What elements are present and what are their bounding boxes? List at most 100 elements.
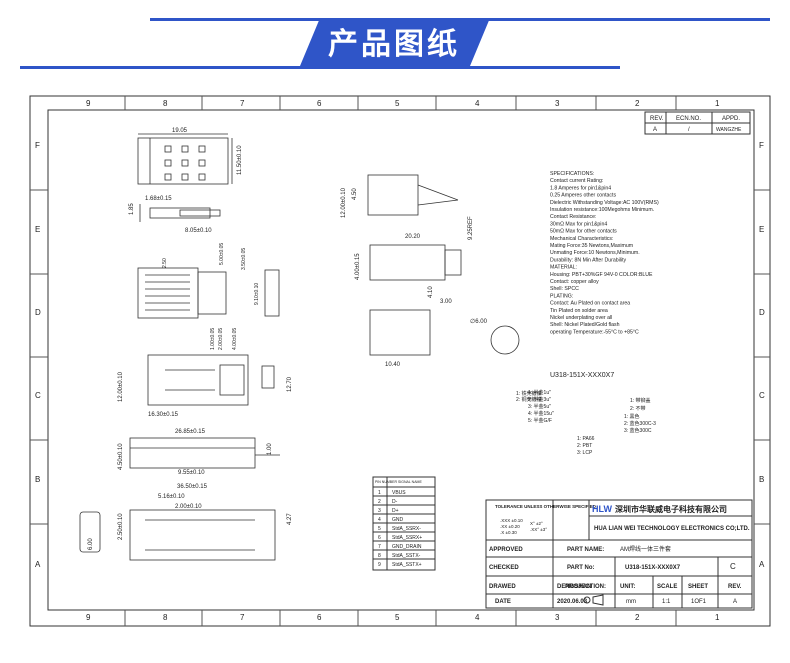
zone-col-top: 8 bbox=[163, 99, 168, 108]
company-name-en: HUA LIAN WEI TECHNOLOGY ELECTRONICS CO;L… bbox=[594, 526, 750, 532]
signal-name: VBUS bbox=[392, 490, 406, 496]
part-no-value: U318-151X-XXX0X7 bbox=[625, 565, 681, 571]
spec-line: Contact: copper alloy bbox=[550, 279, 599, 285]
outer-frame bbox=[29, 95, 771, 627]
code-option: 1: 带铆盖 bbox=[630, 397, 651, 404]
dim-12-00-top: 12.00±0.10 bbox=[341, 187, 347, 218]
appd-value: WANGZHE bbox=[716, 127, 742, 133]
top-view-connector bbox=[137, 133, 233, 185]
zone-row-left: A bbox=[35, 560, 41, 569]
code-option: 1: 半金1u" bbox=[528, 389, 551, 396]
zone-col-top: 3 bbox=[555, 99, 560, 108]
banner-shape bbox=[300, 18, 490, 66]
code-option: 1: PA66 bbox=[577, 436, 595, 442]
spec-line: 1.8 Amperes for pin1&pin4 bbox=[550, 185, 611, 191]
zone-col-bottom: 3 bbox=[555, 613, 560, 622]
contact-layout-view bbox=[137, 267, 280, 319]
zone-row-left: F bbox=[35, 141, 40, 150]
dim-36-50: 36.50±0.15 bbox=[177, 484, 208, 490]
pin-number: 5 bbox=[378, 526, 381, 532]
dim-9-55: 9.55±0.10 bbox=[178, 470, 205, 476]
unit-value: mm bbox=[626, 599, 636, 605]
specifications-block: SPECIFICATIONS:Contact current Rating: 1… bbox=[550, 171, 659, 335]
pin-number: 3 bbox=[378, 508, 381, 514]
drawer-name: DENGSHAN bbox=[557, 584, 591, 590]
unit-label: UNIT: bbox=[620, 584, 635, 590]
code-option: 2: 蓝色300C-3 bbox=[624, 420, 656, 427]
dim-16-30: 16.30±0.15 bbox=[148, 412, 179, 418]
signal-name: D- bbox=[392, 499, 398, 505]
signal-name: D+ bbox=[392, 508, 399, 514]
pin-number: 8 bbox=[378, 553, 381, 559]
dim-5-16: 5.16±0.10 bbox=[158, 494, 185, 500]
part-name-value: AM焊线一体三件套 bbox=[620, 545, 671, 553]
tol-line-2: .XX ±0.20 bbox=[500, 524, 520, 529]
dim-4-00: 4.00±0.05 bbox=[232, 328, 238, 350]
date-value: 2020.06.03 bbox=[557, 599, 588, 605]
code-option: 3: 半金5u" bbox=[528, 403, 551, 410]
inner-frame bbox=[47, 109, 755, 611]
zone-col-bottom: 1 bbox=[715, 613, 720, 622]
signal-col-header: SIGNAL NAME bbox=[398, 480, 422, 484]
code-option: 2: 不带 bbox=[630, 406, 646, 412]
code-option: 1: 铁壳镀镍 bbox=[516, 390, 542, 397]
spec-line: Dielectric Withstanding Voltage:AC 100V(… bbox=[550, 200, 659, 206]
dim-20-20: 20.20 bbox=[405, 234, 421, 240]
zone-row-right: C bbox=[759, 391, 765, 400]
zone-col-top: 9 bbox=[86, 99, 91, 108]
spec-line: Shell: Nickel Plated/Gold flash bbox=[550, 322, 620, 328]
signal-name: StdA_SSRX+ bbox=[392, 535, 422, 541]
code-option: 3: LCP bbox=[577, 450, 593, 456]
zone-col-top: 4 bbox=[475, 99, 480, 108]
sheet-label: SHEET bbox=[688, 584, 708, 590]
middle-side-view bbox=[367, 174, 520, 356]
banner-graphic bbox=[20, 18, 770, 69]
zone-row-left: E bbox=[35, 225, 40, 234]
projection-label: PROJECTION: bbox=[565, 584, 606, 590]
dim-2-00b: 2.00±0.10 bbox=[175, 504, 202, 510]
pin-col-header: PIN NUMBER bbox=[375, 480, 397, 484]
zone-row-right: B bbox=[759, 475, 764, 484]
code-option: 2: PBT bbox=[577, 443, 592, 449]
dim-19-05: 19.05 bbox=[172, 128, 188, 134]
appd-header: APPD. bbox=[722, 116, 740, 122]
dim-4-27: 4.27 bbox=[287, 513, 293, 525]
banner-line-left bbox=[20, 66, 620, 69]
dim-10-40: 10.40 bbox=[385, 362, 401, 368]
date-label: DATE bbox=[495, 599, 511, 605]
dim-9-25: 9.25REF bbox=[468, 216, 474, 240]
spec-line: 50mΩ Max for other contacts bbox=[550, 229, 617, 235]
zone-col-bottom: 2 bbox=[635, 613, 640, 622]
small-side-view bbox=[139, 204, 221, 222]
spec-line: SPECIFICATIONS: bbox=[550, 171, 594, 177]
tolerance-title: TOLERANCE UNLESS OTHERWISE SPECIFIED bbox=[495, 504, 597, 509]
pin-number: 2 bbox=[378, 499, 381, 505]
spec-line: 30mΩ Max for pin1&pin4 bbox=[550, 221, 607, 227]
part-no-label: PART No: bbox=[567, 565, 595, 571]
zone-col-bottom: 4 bbox=[475, 613, 480, 622]
zone-row-right: F bbox=[759, 141, 764, 150]
dim-11-50: 11.50±0.10 bbox=[237, 145, 243, 175]
spec-line: 0.25 Amperes other contacts bbox=[550, 193, 616, 199]
zone-row-left: D bbox=[35, 308, 41, 317]
dim-6-00: 6.00 bbox=[88, 538, 94, 550]
part-code: U318-151X-XXX0X7 bbox=[550, 372, 614, 379]
dim-12-00-side: 12.00±0.10 bbox=[118, 371, 124, 402]
pin-number: 4 bbox=[378, 517, 381, 523]
zone-row-right: E bbox=[759, 225, 764, 234]
signal-name: StdA_SSTX- bbox=[392, 553, 421, 559]
dim-4-00: 4.00±0.15 bbox=[355, 253, 361, 280]
zone-col-top: 2 bbox=[635, 99, 640, 108]
spec-line: Tin Plated on solder area bbox=[550, 308, 608, 314]
title-block: TOLERANCE UNLESS OTHERWISE SPECIFIED .XX… bbox=[485, 499, 753, 609]
page-title: 产品图纸 bbox=[328, 27, 460, 62]
code-option: 5: 半金G/F bbox=[528, 417, 552, 424]
zone-row-right: D bbox=[759, 308, 765, 317]
angle-line-2: .XX° ±3° bbox=[530, 527, 547, 532]
tol-line-1: .XXX ±0.10 bbox=[500, 518, 523, 523]
code-option: 2: 半金3u" bbox=[528, 396, 551, 403]
zone-col-bottom: 8 bbox=[163, 613, 168, 622]
dim-1-00: 1.00±0.05 bbox=[210, 328, 216, 350]
